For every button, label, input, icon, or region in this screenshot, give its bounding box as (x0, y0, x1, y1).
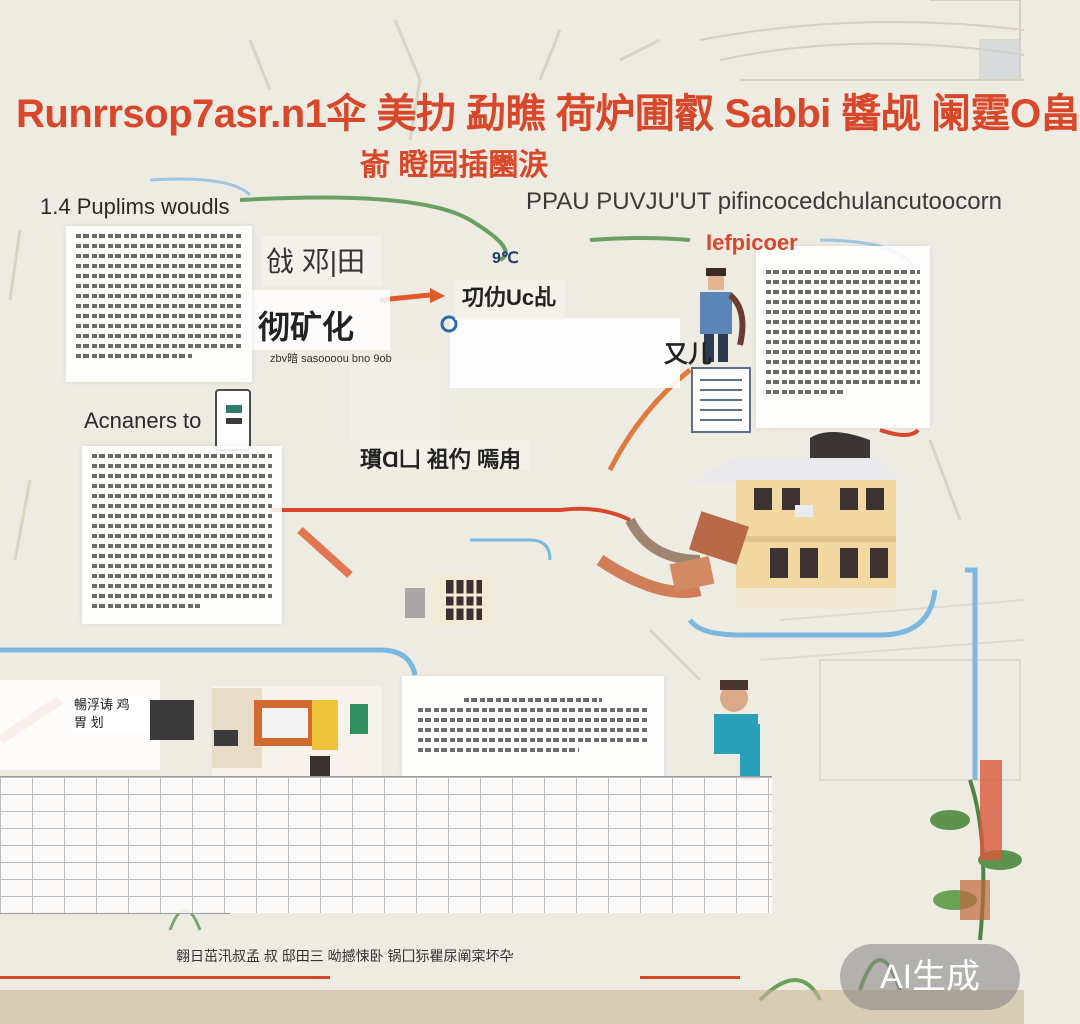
bottom-left-label: 暢浮诪 鸡 胃 划 (74, 696, 150, 732)
center-label-big: 彻矿化 (258, 309, 355, 345)
small-house-icon (405, 575, 492, 625)
center-window (450, 318, 680, 388)
page-title: Runrrsop7asr.n1伞 美扐 勐瞧 荷炉圃叡 Sabbi 醬觇 阑霆O… (16, 92, 1080, 136)
data-grid-table (0, 776, 772, 913)
lower-center-panel-text (418, 698, 648, 758)
person-figure (714, 680, 760, 780)
right-panel-text (766, 270, 920, 400)
background-layer (0, 0, 1025, 1024)
center-label-sub: 㓛仂Uc乩 (462, 285, 557, 310)
right-panel-heading: Iefpicoer (706, 230, 798, 255)
page-subtitle: 嵛 瞪园插圞涙 (360, 149, 549, 182)
center-label-small: 9℃ (492, 250, 519, 267)
left-text-panel-1 (66, 226, 252, 382)
document-icon (691, 367, 751, 433)
plant-decoration (168, 760, 1022, 1002)
hammer-icon (669, 511, 749, 592)
left-panel-2-text (92, 454, 272, 614)
footer-text: 翱日茁汛叔孟 叔 邸田三 呦撼悚卧 锅囗狋瞿尿阐寀坏卆 (176, 948, 514, 964)
connector-blue-left (0, 647, 418, 676)
man-figure (700, 268, 746, 362)
left-heading-1: 1.4 Puplims woudls (40, 194, 230, 219)
man-label: 又儿 (664, 341, 712, 368)
connector-red-middle (270, 506, 631, 522)
ai-generated-badge: AI生成 (840, 944, 1020, 1010)
connector-blue-right (965, 567, 978, 780)
connector-green-top (239, 195, 508, 262)
left-heading-2: Acnaners to (84, 408, 202, 433)
circle-icon (440, 315, 458, 333)
lower-center-text-panel (402, 676, 664, 776)
right-header-text: PPAU PUVJU'UT pifincocedchulancutoocorn (526, 188, 1002, 215)
center-flow-label: 瑻Ɑ凵 袓仢 嘕甪 (360, 447, 522, 472)
left-text-panel-2 (82, 446, 282, 624)
left-panel-1-text (76, 234, 242, 364)
center-label-top: 戗 邓|田 (266, 246, 366, 277)
connector-green-right (589, 236, 691, 242)
right-text-panel (756, 246, 930, 428)
connector-blue-bottom (687, 589, 938, 638)
phone-icon (215, 389, 251, 451)
yellow-building (690, 431, 900, 608)
lower-left-illustration (0, 680, 382, 776)
center-caption: zbv暗 sasoooou bno 9ob (270, 353, 392, 365)
background-illustration (0, 0, 1025, 1024)
